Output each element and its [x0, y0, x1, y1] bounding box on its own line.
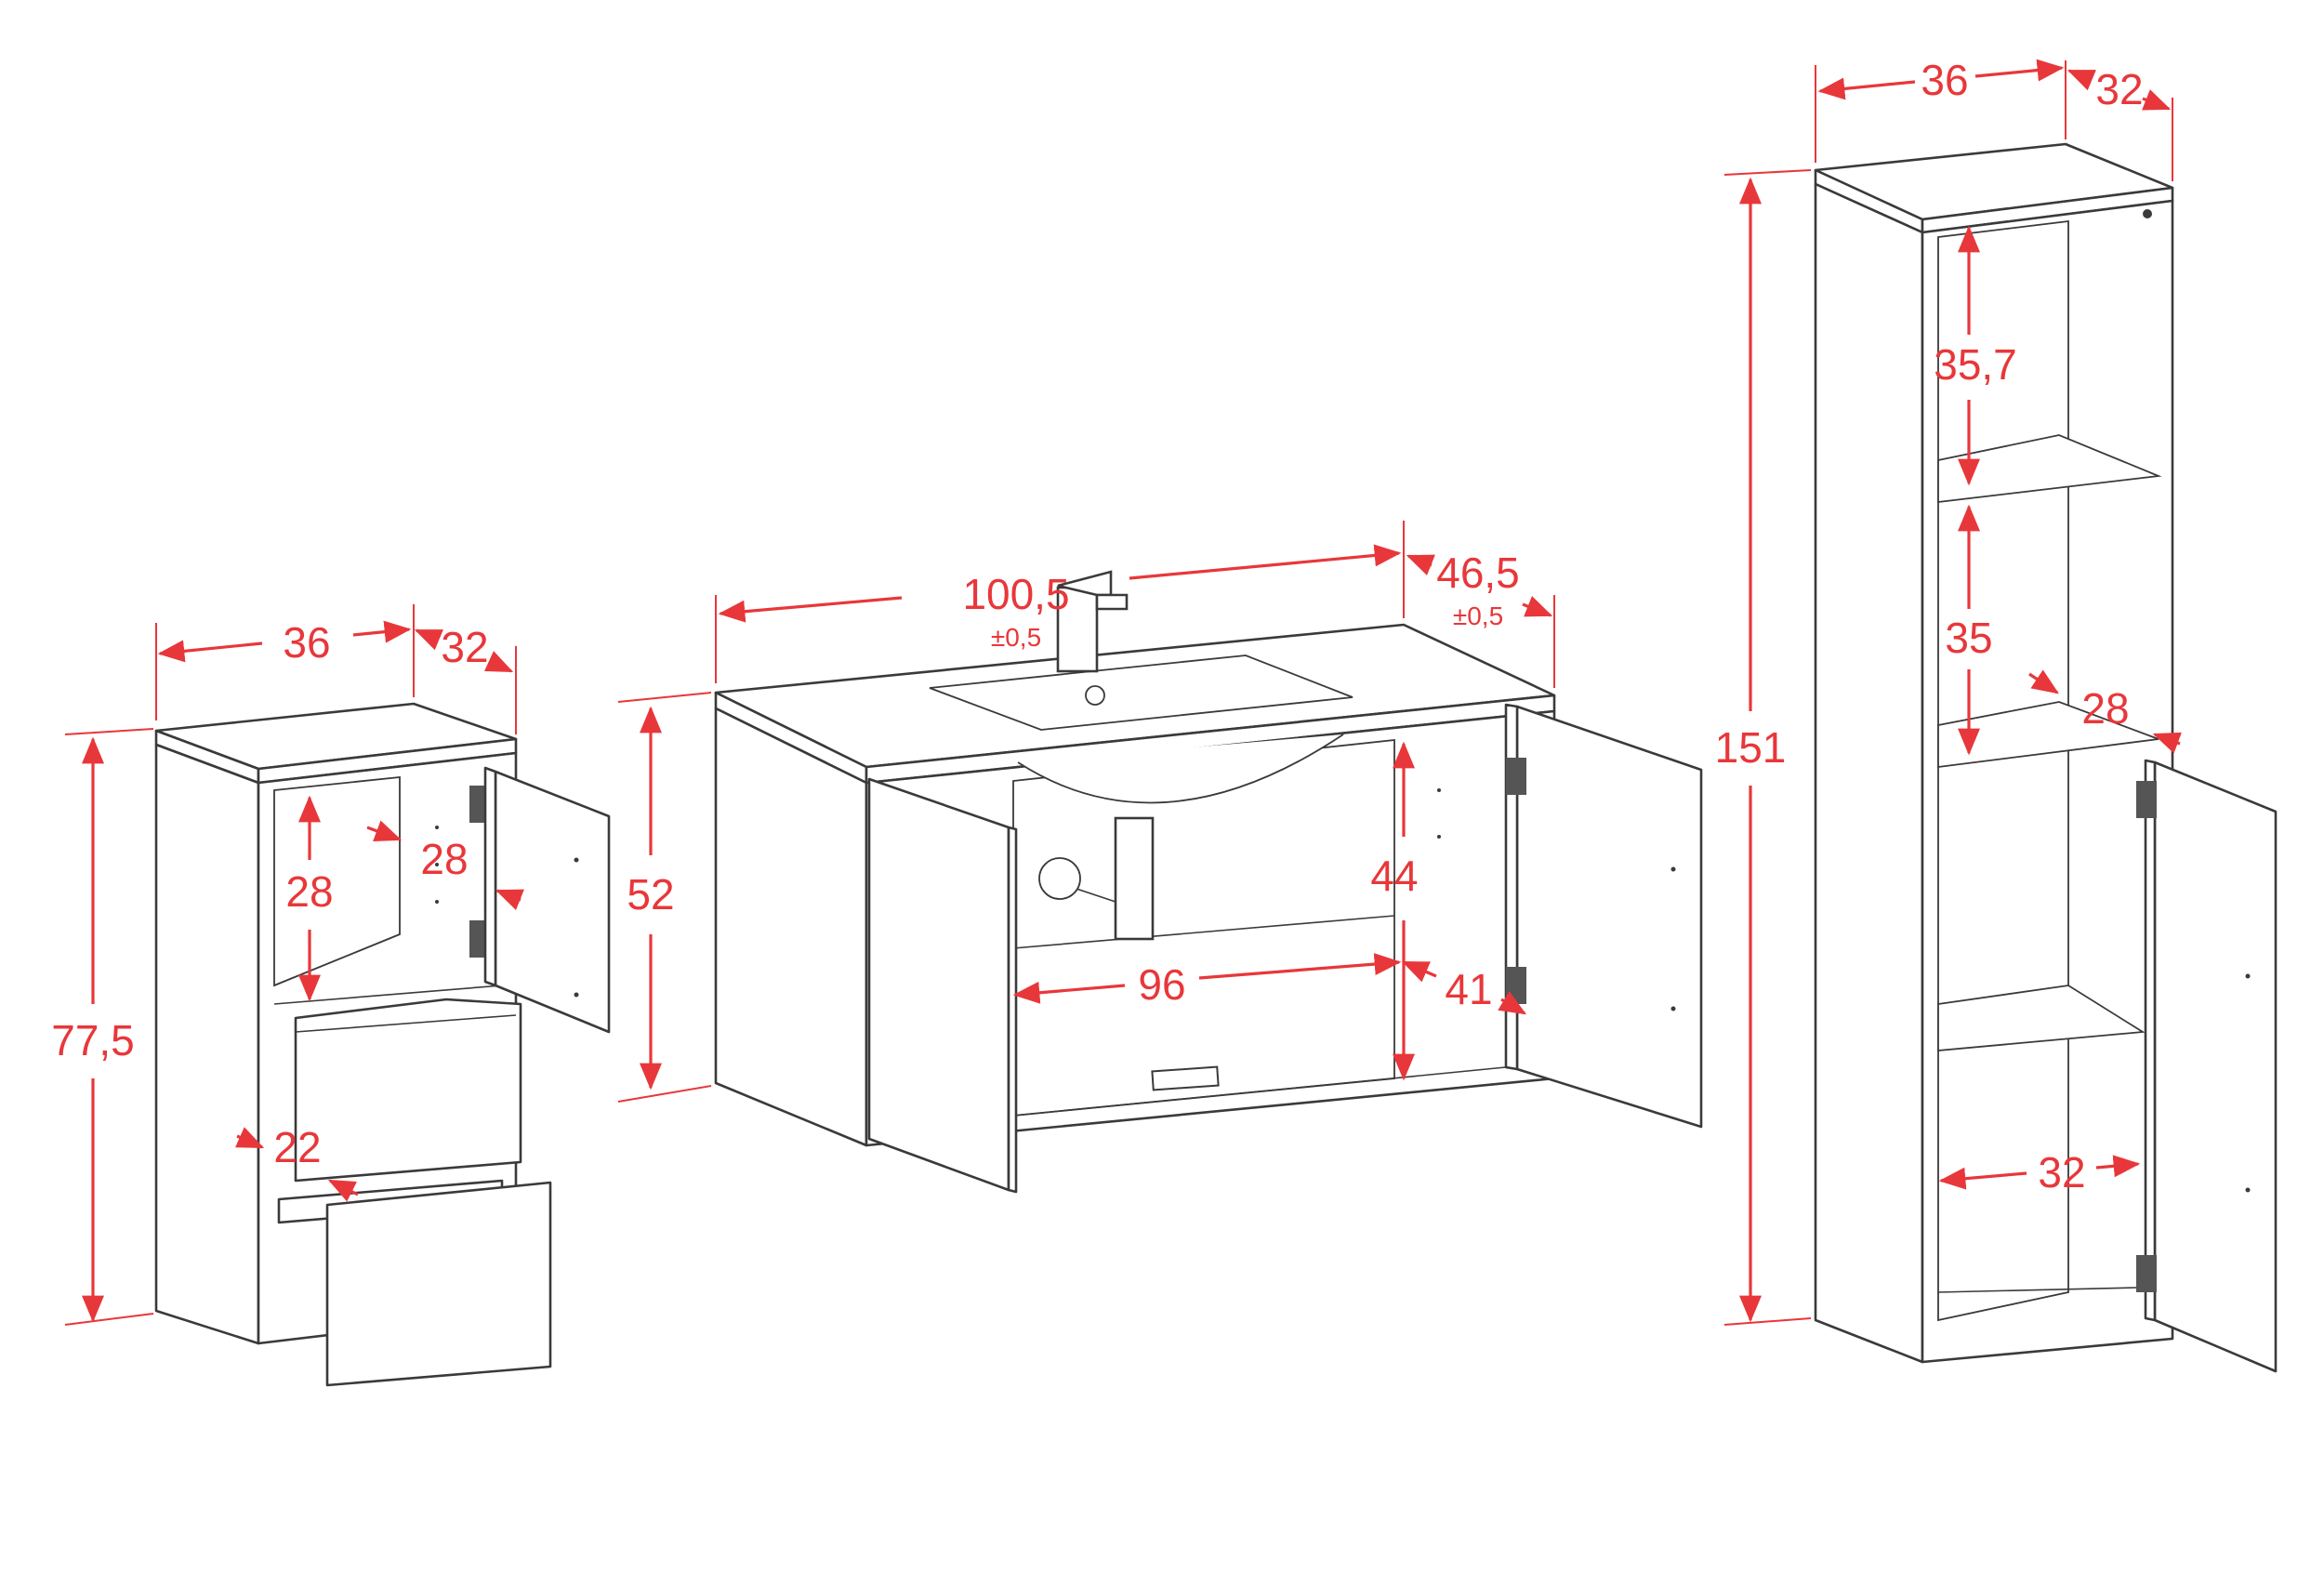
tall-cabinet-inner-width-label: 32 [2038, 1148, 2085, 1196]
vanity-width-tolerance: ±0,5 [991, 623, 1041, 652]
tall-cabinet-middle-compartment-label: 35 [1945, 614, 1992, 662]
left-cabinet-door-height-label: 28 [285, 867, 333, 916]
left-cabinet-drawer-upper[interactable] [294, 998, 522, 1183]
hinge-icon [2136, 1255, 2157, 1292]
vanity-depth-tolerance: ±0,5 [1453, 601, 1503, 630]
faucet-icon [1056, 570, 1129, 673]
left-cabinet-drawer-depth-label: 22 [273, 1123, 321, 1171]
hinge-icon [1506, 967, 1526, 1004]
tall-cabinet [1814, 142, 2278, 1373]
vanity-inner-width-label: 96 [1138, 960, 1185, 1009]
left-cabinet-door[interactable] [494, 770, 611, 1034]
vanity-inner-height-label: 44 [1370, 852, 1418, 900]
tall-cabinet-depth-label: 32 [2095, 65, 2143, 113]
tall-cabinet-top-compartment-label: 35,7 [1934, 340, 2017, 389]
left-cabinet-height-label: 77,5 [51, 1016, 135, 1064]
left-cabinet [154, 702, 611, 1387]
left-cabinet-door-depth-label: 28 [420, 835, 468, 883]
siphon-icon [1038, 816, 1155, 941]
vanity-inner-depth-label: 41 [1445, 965, 1492, 1013]
vanity-right-door[interactable] [1515, 705, 1703, 1129]
vanity-depth-label: 46,5 [1436, 549, 1520, 597]
vanity-width-label: 100,5 [962, 570, 1069, 618]
left-cabinet-side [154, 743, 260, 1345]
dimension-lines [64, 59, 2182, 1326]
tall-cabinet-shelf [1937, 985, 2146, 1051]
vanity-left-door[interactable] [867, 777, 1010, 1192]
tall-cabinet-side [1814, 182, 1924, 1364]
hinge-icon [1506, 758, 1526, 795]
vanity-height-label: 52 [627, 870, 674, 919]
left-cabinet-width-label: 36 [283, 618, 330, 667]
hinge-icon [2136, 781, 2157, 818]
tall-cabinet-width-label: 36 [1921, 56, 1968, 104]
vanity-side [714, 707, 868, 1147]
left-cabinet-drawer-lower[interactable] [325, 1181, 552, 1387]
vanity [714, 570, 1703, 1194]
tall-cabinet-shelf [1937, 434, 2162, 504]
dimension-labels: 36 32 77,5 28 28 22 100,5 ±0,5 46,5 ±0,5… [51, 56, 2143, 1196]
tall-cabinet-shelf-depth-label: 28 [2081, 684, 2129, 733]
left-cabinet-depth-label: 32 [441, 623, 488, 671]
basin [929, 654, 1353, 731]
drain-icon [1085, 685, 1105, 706]
tall-cabinet-height-label: 151 [1715, 723, 1787, 772]
tall-cabinet-door[interactable] [2153, 760, 2278, 1373]
